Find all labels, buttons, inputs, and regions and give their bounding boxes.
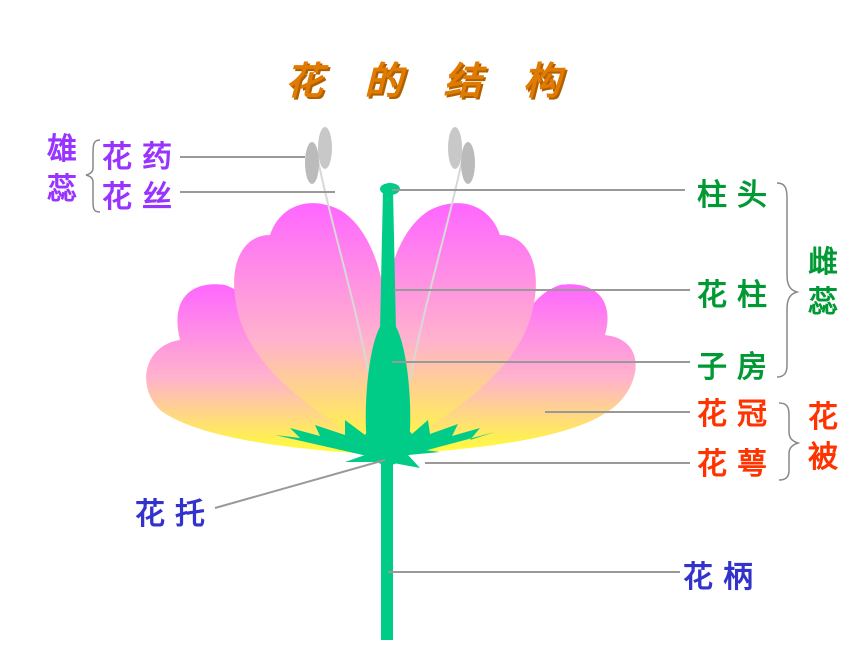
petal-left-inner [234, 203, 385, 455]
page-title: 花 的 结 构 [285, 58, 575, 103]
receptacle-label: 花托 [135, 497, 215, 532]
anther-left-b [318, 127, 332, 169]
pistil-group-label: 雌蕊 [808, 245, 838, 320]
corolla-label: 花冠 [697, 397, 777, 432]
anthers [305, 127, 475, 184]
petal-right-inner [385, 203, 536, 455]
leader-lines [180, 156, 690, 573]
leader-receptacle [214, 459, 386, 509]
anther-right-a [448, 127, 462, 169]
filament-right [409, 159, 463, 381]
calyx-sepals [275, 420, 495, 468]
perianth-group-label: 花被 [808, 400, 838, 475]
brace-perianth [778, 402, 801, 481]
pistil-stigma [380, 183, 400, 195]
sepal-left-lower [338, 445, 388, 462]
ovary-label: 子房 [697, 350, 777, 385]
pedicel-stem [381, 455, 393, 640]
anther-label: 花药 [102, 140, 182, 175]
pedicel-label: 花柄 [683, 560, 763, 595]
calyx-label: 花萼 [697, 447, 777, 482]
stamen-group-label: 雄蕊 [47, 132, 77, 207]
pistil-style [380, 190, 396, 330]
anther-right-b [461, 142, 475, 184]
anther-left-a [305, 142, 319, 184]
style-label: 花柱 [697, 278, 777, 313]
brace-pistil [776, 182, 800, 378]
stigma-label: 柱头 [697, 178, 777, 213]
brace-stamen [85, 139, 101, 213]
grouping-braces [85, 139, 801, 481]
filament-label: 花丝 [102, 180, 182, 215]
sepal-right-lower [388, 448, 440, 468]
filament-left [317, 159, 371, 381]
